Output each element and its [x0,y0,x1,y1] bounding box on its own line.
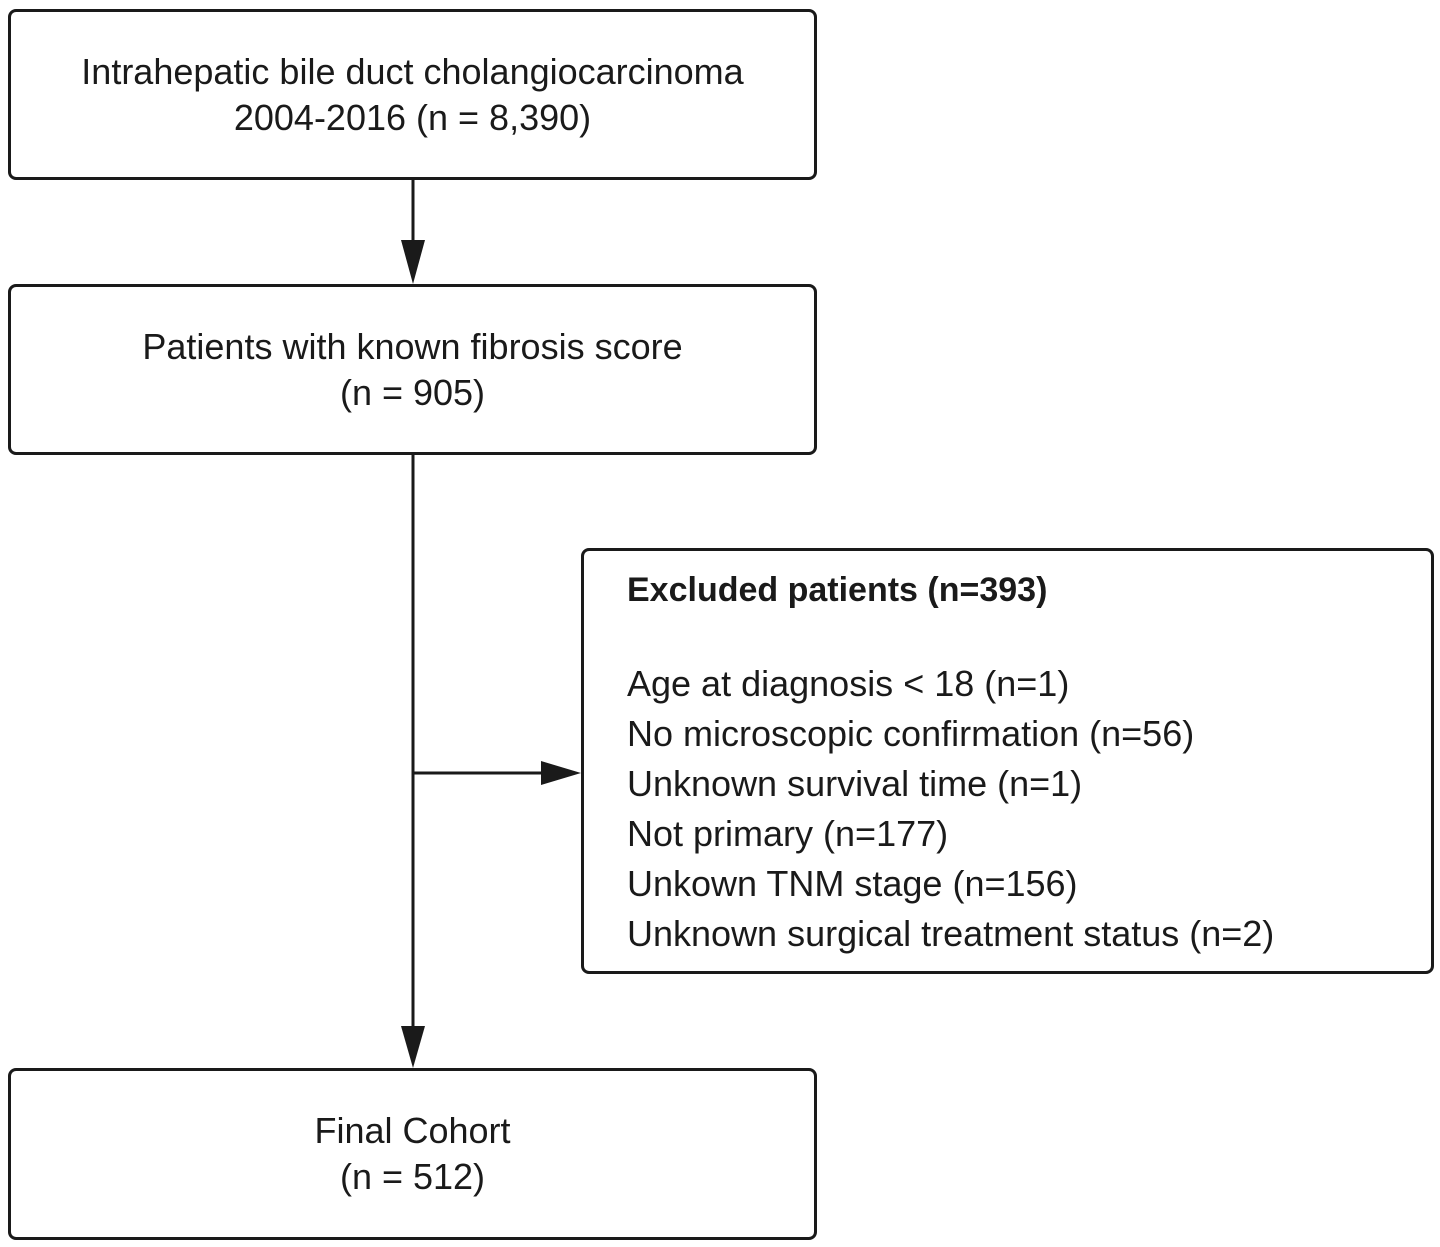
final-cohort-line1: Final Cohort [314,1110,511,1151]
excluded-item: Not primary (n=177) [627,813,949,854]
excluded-item: Unknown survival time (n=1) [627,763,1083,804]
fibrosis-score-line1: Patients with known fibrosis score [142,325,683,367]
final-cohort-line2: (n = 512) [339,1156,486,1197]
arrowhead-source-to-fibrosis [401,240,425,284]
source-population-line2: 2004-2016 (n = 8,390) [233,96,592,138]
arrowhead-branch-to-excluded [541,761,581,785]
fibrosis-score-line2: (n = 905) [339,371,486,413]
excluded-patients-box: Excluded patients (n=393) Age at diagnos… [581,548,1434,974]
excluded-item: No microscopic confirmation (n=56) [627,713,1195,754]
source-population-box: Intrahepatic bile duct cholangiocarcinom… [8,9,817,180]
excluded-item: Age at diagnosis < 18 (n=1) [627,663,1070,704]
arrowhead-fibrosis-to-final [401,1026,425,1068]
excluded-item: Unknown surgical treatment status (n=2) [627,913,1275,954]
excluded-item: Unkown TNM stage (n=156) [627,863,1078,904]
final-cohort-box: Final Cohort (n = 512) [8,1068,817,1240]
fibrosis-score-box: Patients with known fibrosis score (n = … [8,284,817,455]
excluded-patients-title: Excluded patients (n=393) [627,571,1048,609]
source-population-line1: Intrahepatic bile duct cholangiocarcinom… [81,50,744,92]
